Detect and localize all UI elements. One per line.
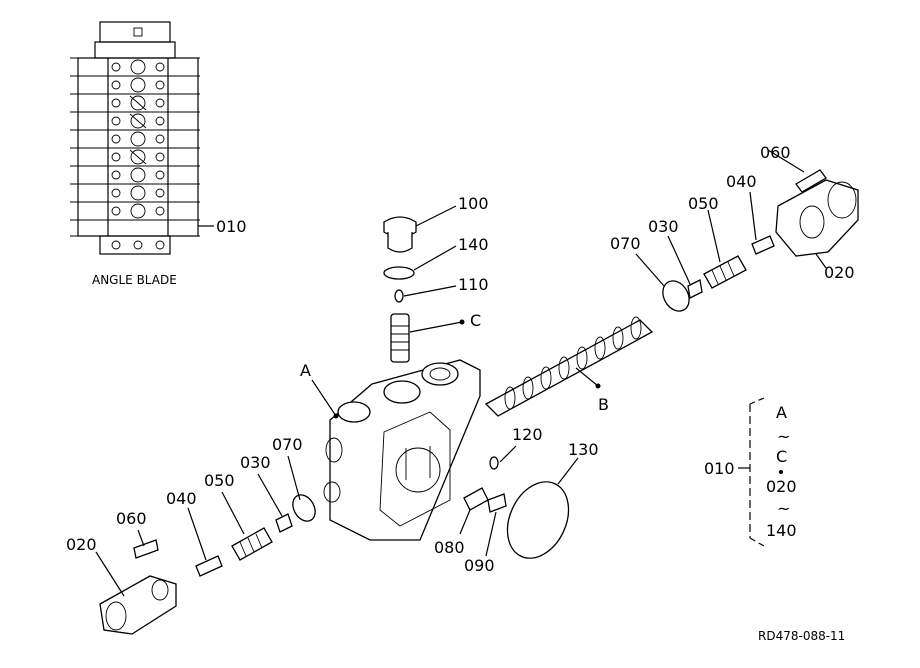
- callout-070-left: 070: [272, 435, 303, 454]
- callout-090: 090: [464, 556, 495, 575]
- callout-B: B: [598, 395, 609, 414]
- valve-body-drawing: [323, 359, 481, 541]
- callout-060-left: 060: [116, 509, 147, 528]
- legend-tilde-2: ~: [777, 499, 790, 518]
- callout-A: A: [300, 361, 311, 380]
- callout-030-left: 030: [240, 453, 271, 472]
- legend-callout-010: 010: [704, 459, 735, 478]
- legend-bracket: [738, 397, 765, 547]
- callout-010-stack: 010: [216, 217, 247, 236]
- valve-stack-drawing: [70, 21, 214, 255]
- legend-A: A: [776, 403, 787, 422]
- angle-blade-caption: ANGLE BLADE: [92, 273, 177, 287]
- callout-020-right: 020: [824, 263, 855, 282]
- callout-040-left: 040: [166, 489, 197, 508]
- spool-drawing: [484, 316, 654, 417]
- callout-030-right: 030: [648, 217, 679, 236]
- callout-050-right: 050: [688, 194, 719, 213]
- callout-120: 120: [512, 425, 543, 444]
- callout-020-left: 020: [66, 535, 97, 554]
- callout-060-right: 060: [760, 143, 791, 162]
- legend-140: 140: [766, 521, 797, 540]
- callout-070-right: 070: [610, 234, 641, 253]
- seal-parts-drawing: [463, 456, 570, 559]
- callout-050-left: 050: [204, 471, 235, 490]
- callout-040-right: 040: [726, 172, 757, 191]
- callout-C: C: [470, 311, 481, 330]
- right-parts-drawing: [662, 169, 859, 312]
- plug-assembly-drawing: [383, 216, 417, 363]
- legend-tilde-1: ~: [777, 427, 790, 446]
- reference-code: RD478-088-11: [758, 629, 845, 643]
- callout-130: 130: [568, 440, 599, 459]
- legend-C: C: [776, 447, 787, 466]
- callout-080: 080: [434, 538, 465, 557]
- callout-140-top: 140: [458, 235, 489, 254]
- left-parts-drawing: [99, 494, 316, 635]
- legend-020: 020: [766, 477, 797, 496]
- callout-100: 100: [458, 194, 489, 213]
- callout-110: 110: [458, 275, 489, 294]
